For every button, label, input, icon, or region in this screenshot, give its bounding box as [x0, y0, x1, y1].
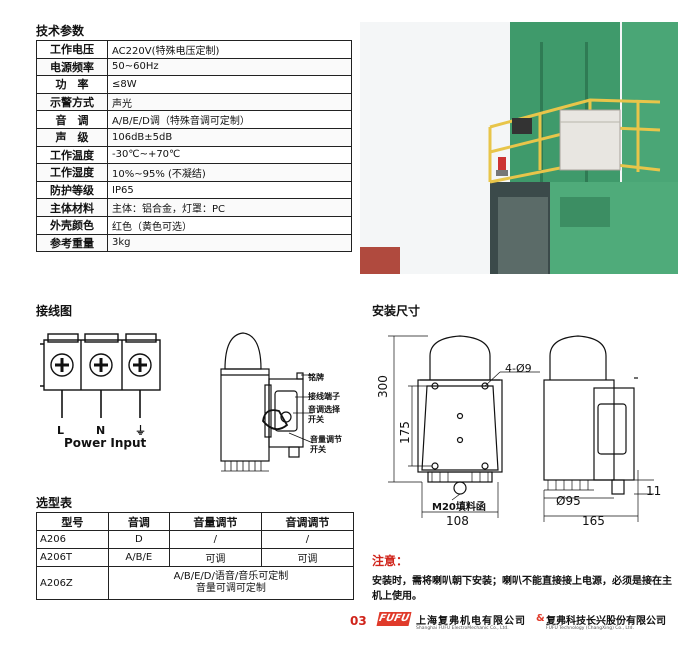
- power-input-label: Power Input: [64, 436, 147, 450]
- dim-gland: M20填料函: [432, 502, 486, 513]
- notice-title: 注意：: [372, 554, 409, 568]
- model-header-volume: 音量调节: [168, 512, 262, 531]
- dim-width: 108: [446, 514, 469, 528]
- dim-mid-height: 175: [398, 421, 412, 444]
- model-cell: A206: [36, 530, 109, 549]
- spec-title: 技术参数: [36, 24, 85, 38]
- spec-key: 工作温度: [36, 145, 108, 165]
- model-header-model: 型号: [36, 512, 109, 531]
- label-tone-switch: 音调选择开关: [308, 405, 340, 424]
- spec-value: AC220V(特殊电压定制): [107, 40, 352, 59]
- spec-value: 10%~95% (不凝结): [107, 163, 352, 182]
- spec-value: 106dB±5dB: [107, 127, 352, 147]
- volume-cell: 可调: [168, 548, 262, 567]
- label-volume-switch: 音量调节开关: [310, 435, 342, 454]
- spec-key: 音 调: [36, 110, 108, 129]
- dim-diameter: Ø95: [556, 494, 581, 508]
- dim-depth: 165: [582, 514, 605, 528]
- table-row: A206 D / /: [36, 530, 355, 549]
- spec-key: 主体材料: [36, 198, 108, 217]
- page-number: 03: [350, 614, 367, 628]
- model-title: 选型表: [36, 496, 73, 510]
- spec-key: 电源频率: [36, 57, 108, 77]
- table-row: 示警方式声光: [36, 92, 352, 112]
- company2-en: FUFU Technology (ChangXing) Co., Ltd.: [546, 626, 634, 631]
- table-row: 外壳颜色红色（黄色可选）: [36, 215, 352, 235]
- spec-value: ≤8W: [107, 75, 352, 94]
- footer: 03 FUFU 上海复弗机电有限公司 Shanghai FUFU Electro…: [350, 612, 690, 636]
- ampersand: &: [536, 613, 545, 624]
- spec-value: IP65: [107, 180, 352, 200]
- model-cell: A206T: [36, 548, 109, 567]
- fufu-logo: FUFU: [376, 612, 412, 626]
- notice-body: 安装时，需将喇叭朝下安装；喇叭不能直接接上电源，必须是接在主机上使用。: [372, 576, 672, 602]
- spec-key: 外壳颜色: [36, 215, 108, 235]
- terminal-N: N: [96, 424, 106, 437]
- custom-line-2: 音量可调可定制: [195, 583, 266, 594]
- model-header-tone: 音调: [107, 512, 170, 531]
- spec-key: 示警方式: [36, 92, 108, 112]
- install-title: 安装尺寸: [372, 304, 421, 318]
- install-drawing: [372, 320, 692, 530]
- dim-holes: 4-Ø9: [505, 362, 532, 375]
- table-row: A206Z A/B/E/D/语音/音乐可定制 音量可调可定制: [36, 566, 355, 600]
- spec-key: 工作电压: [36, 40, 108, 59]
- spec-key: 参考重量: [36, 233, 108, 253]
- table-row: A206T A/B/E 可调 可调: [36, 548, 355, 567]
- label-nameplate: 铭牌: [308, 373, 324, 382]
- table-row: 功 率≤8W: [36, 75, 352, 94]
- device-wiring-view: [215, 325, 315, 475]
- spec-key: 声 级: [36, 127, 108, 147]
- table-row: 主体材料主体：铝合金，灯罩：PC: [36, 198, 352, 217]
- dim-height: 300: [376, 375, 390, 398]
- dim-offset: 11: [646, 484, 662, 498]
- model-table: 型号 音调 音量调节 音调调节 A206 D / / A206T A/B/E 可…: [36, 512, 355, 600]
- label-terminal: 接线端子: [308, 392, 340, 401]
- spec-key: 工作湿度: [36, 163, 108, 182]
- volume-cell: /: [168, 530, 262, 549]
- spec-value: 声光: [107, 92, 352, 112]
- wiring-title: 接线图: [36, 304, 73, 318]
- company1-name: 上海复弗机电有限公司: [416, 616, 526, 627]
- spec-value: 红色（黄色可选）: [107, 215, 352, 235]
- product-photo: [360, 22, 678, 274]
- spec-value: -30℃~+70℃: [107, 145, 352, 165]
- company2-name: 复弗科技长兴股份有限公司: [546, 616, 666, 627]
- table-row: 工作温度-30℃~+70℃: [36, 145, 352, 165]
- tone-adj-cell: /: [260, 530, 355, 549]
- terminal-ground: ⏚: [135, 424, 146, 437]
- terminal-diagram: [36, 330, 166, 460]
- spec-key: 防护等级: [36, 180, 108, 200]
- tone-cell: D: [107, 530, 170, 549]
- custom-cell: A/B/E/D/语音/音乐可定制 音量可调可定制: [107, 566, 355, 600]
- terminal-L: L: [57, 424, 65, 437]
- tone-cell: A/B/E: [107, 548, 170, 567]
- custom-line-1: A/B/E/D/语音/音乐可定制: [173, 571, 289, 582]
- model-header-tone-adj: 音调调节: [260, 512, 355, 531]
- spec-value: 主体：铝合金，灯罩：PC: [107, 198, 352, 217]
- tone-adj-cell: 可调: [260, 548, 355, 567]
- spec-value: 50~60Hz: [107, 57, 352, 77]
- spec-key: 功 率: [36, 75, 108, 94]
- spec-value: A/B/E/D调（特殊音调可定制）: [107, 110, 352, 129]
- spec-value: 3kg: [107, 233, 352, 253]
- model-cell: A206Z: [36, 566, 109, 600]
- company1-en: Shanghai FUFU ElectroMechanic Co., Ltd.: [416, 626, 509, 631]
